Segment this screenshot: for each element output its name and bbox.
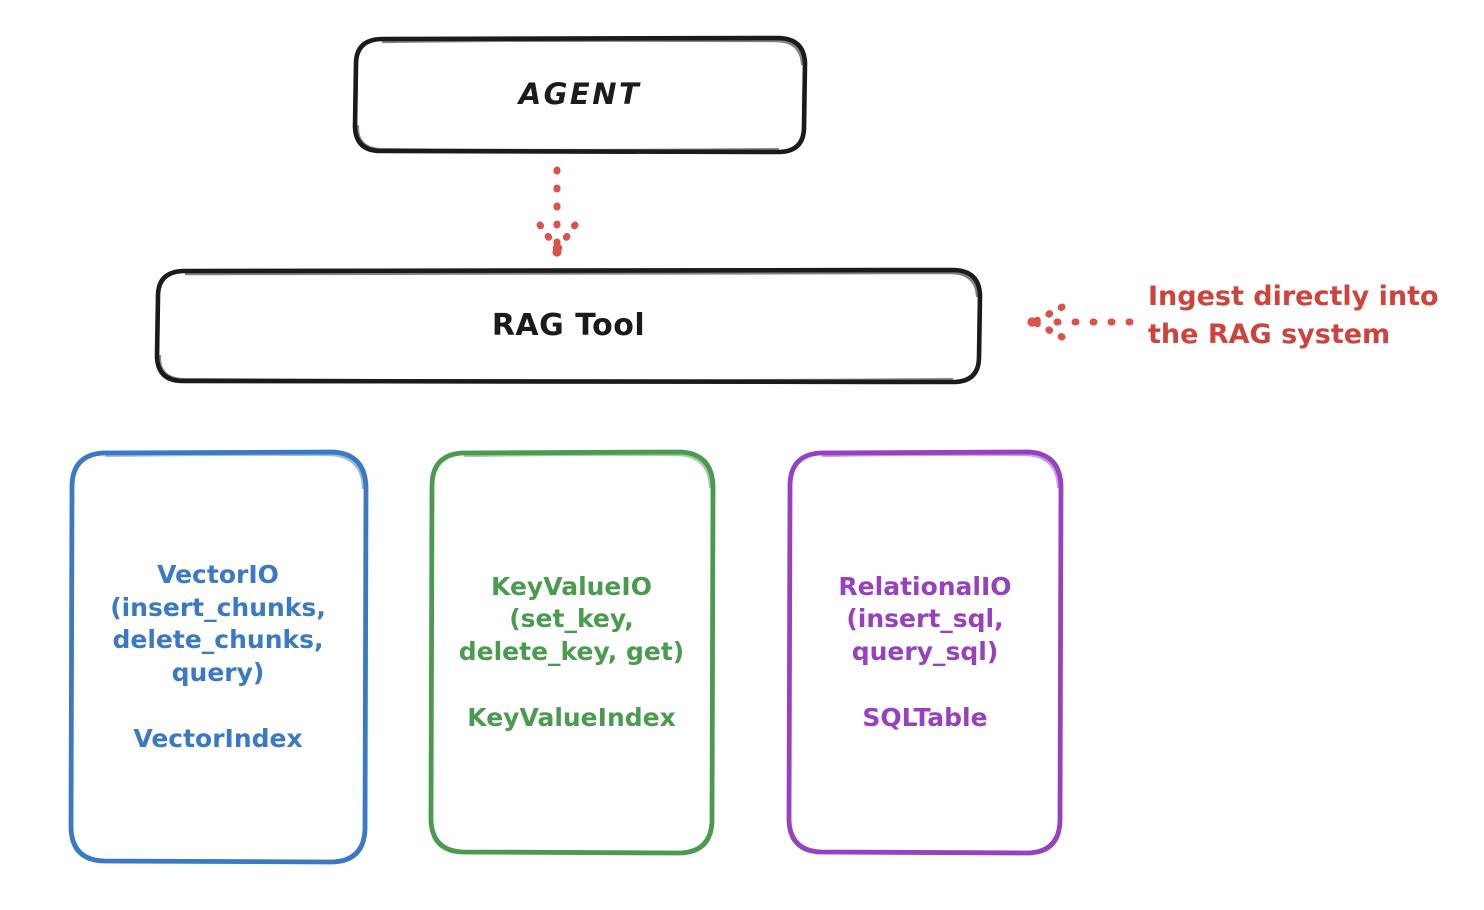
agent-box-outline <box>352 35 808 155</box>
key-value-io-secondary-label: KeyValueIndex <box>467 703 676 732</box>
ingest-annotation-arrow <box>1027 303 1134 341</box>
vector-io-box-outline <box>68 449 369 865</box>
vector-io-node[interactable]: VectorIO (insert_chunks, delete_chunks, … <box>70 452 366 863</box>
vector-io-secondary-label: VectorIndex <box>133 724 303 754</box>
ingest-annotation-label: Ingest directly into the RAG system <box>1148 281 1439 350</box>
agent-to-rag-tool-arrow <box>536 166 579 257</box>
agent-label: AGENT <box>518 77 642 112</box>
agent-node[interactable]: AGENT <box>355 38 805 152</box>
key-value-io-primary-label: KeyValueIO (set_key, delete_key, get) <box>458 571 685 666</box>
relational-io-node[interactable]: RelationalIO (insert_sql, query_sql) SQL… <box>790 452 1060 853</box>
relational-io-box-outline <box>786 449 1064 856</box>
key-value-io-node[interactable]: KeyValueIO (set_key, delete_key, get) Ke… <box>430 452 713 853</box>
rag-tool-label: RAG Tool <box>491 307 646 343</box>
relational-io-primary-label: RelationalIO (insert_sql, query_sql) <box>838 571 1012 666</box>
rag-tool-node[interactable]: RAG Tool <box>157 270 980 382</box>
vector-io-primary-label: VectorIO (insert_chunks, delete_chunks, … <box>110 560 326 687</box>
key-value-io-box-outline <box>428 449 716 856</box>
rag-tool-box-outline <box>154 267 983 385</box>
relational-io-secondary-label: SQLTable <box>862 703 988 732</box>
